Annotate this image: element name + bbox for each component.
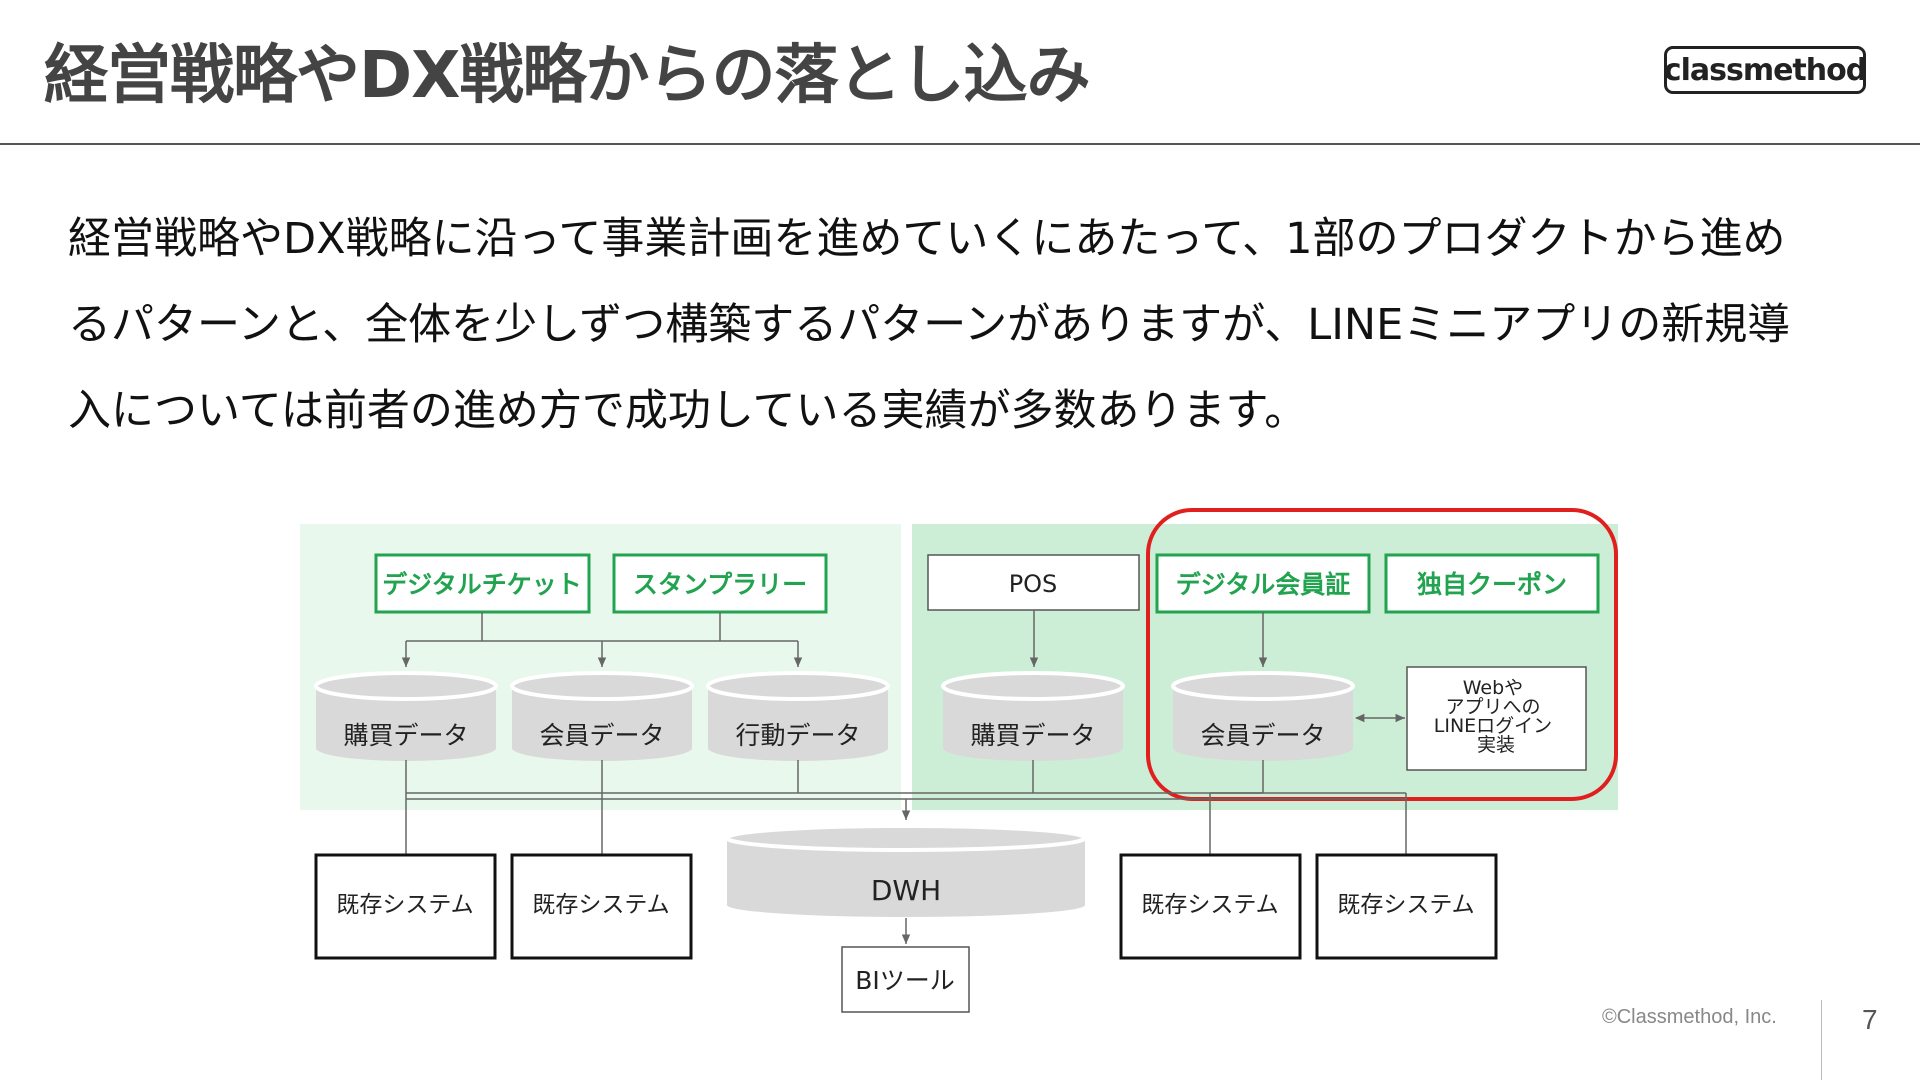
footer-divider [1821, 1000, 1822, 1080]
feature-label-digital-ticket: デジタルチケット [382, 570, 582, 599]
web-login-line: LINEログイン [1434, 715, 1552, 737]
database-behavior: 行動データ [706, 671, 890, 761]
pos-label: POS [1009, 570, 1058, 598]
legacy-system-label: 既存システム [1141, 892, 1278, 918]
web-login-box [1406, 666, 1587, 771]
top-connectors [401, 610, 1268, 667]
web-login-label: Webや アプリへの LINEログイン 実装 [1434, 677, 1558, 756]
legacy-system-box [314, 853, 497, 960]
database-right-member: 会員データ [1171, 671, 1355, 761]
bottom-connectors [405, 760, 1407, 854]
dwh-database: DWH [725, 824, 1087, 917]
classmethod-logo: classmethod [1664, 46, 1867, 94]
database-member: 会員データ [510, 671, 694, 761]
feature-box-digital-membership [1155, 553, 1371, 614]
database-label: 購買データ [970, 721, 1095, 750]
feature-label-stamp-rally: スタンプラリー [633, 570, 807, 599]
web-login-line: Webや [1463, 677, 1523, 699]
body-paragraph: 経営戦略やDX戦略に沿って事業計画を進めていくにあたって、1部のプロダクトから進… [68, 196, 1888, 454]
legacy-system-box [1315, 853, 1498, 960]
database-label: 行動データ [735, 721, 860, 750]
title-divider [0, 143, 1920, 145]
database-pos-purchase: 購買データ [941, 671, 1125, 761]
body-line: るパターンと、全体を少しずつ構築するパターンがありますが、LINEミニアプリの新… [68, 300, 1791, 350]
feature-label-original-coupon: 独自クーポン [1417, 570, 1567, 599]
page-number: 7 [1862, 1004, 1878, 1035]
legacy-system-box [1119, 853, 1302, 960]
web-login-line: 実装 [1477, 734, 1515, 756]
body-line: 入については前者の進め方で成功している実績が多数あります。 [68, 386, 1308, 436]
database-label: 会員データ [539, 721, 664, 750]
bi-tool-box [841, 946, 970, 1013]
feature-box-digital-ticket [374, 553, 591, 614]
legacy-system-label: 既存システム [532, 892, 669, 918]
web-login-line: アプリへの [1445, 696, 1540, 718]
slide-title: 経営戦略やDX戦略からの落とし込み [44, 39, 1090, 113]
database-purchase: 購買データ [314, 671, 498, 761]
legacy-system-label: 既存システム [1337, 892, 1474, 918]
database-label: 購買データ [343, 721, 468, 750]
database-label: 会員データ [1200, 721, 1325, 750]
pos-box [927, 554, 1140, 611]
body-line: 経営戦略やDX戦略に沿って事業計画を進めていくにあたって、1部のプロダクトから進… [68, 214, 1786, 264]
legacy-system-label: 既存システム [336, 892, 473, 918]
dwh-label: DWH [871, 874, 941, 907]
feature-box-stamp-rally [612, 553, 828, 614]
bi-tool-label: BIツール [855, 966, 955, 995]
feature-label-digital-membership: デジタル会員証 [1176, 570, 1351, 599]
copyright: ©Classmethod, Inc. [1602, 1006, 1777, 1028]
feature-box-original-coupon [1384, 553, 1600, 614]
legacy-system-box [510, 853, 693, 960]
